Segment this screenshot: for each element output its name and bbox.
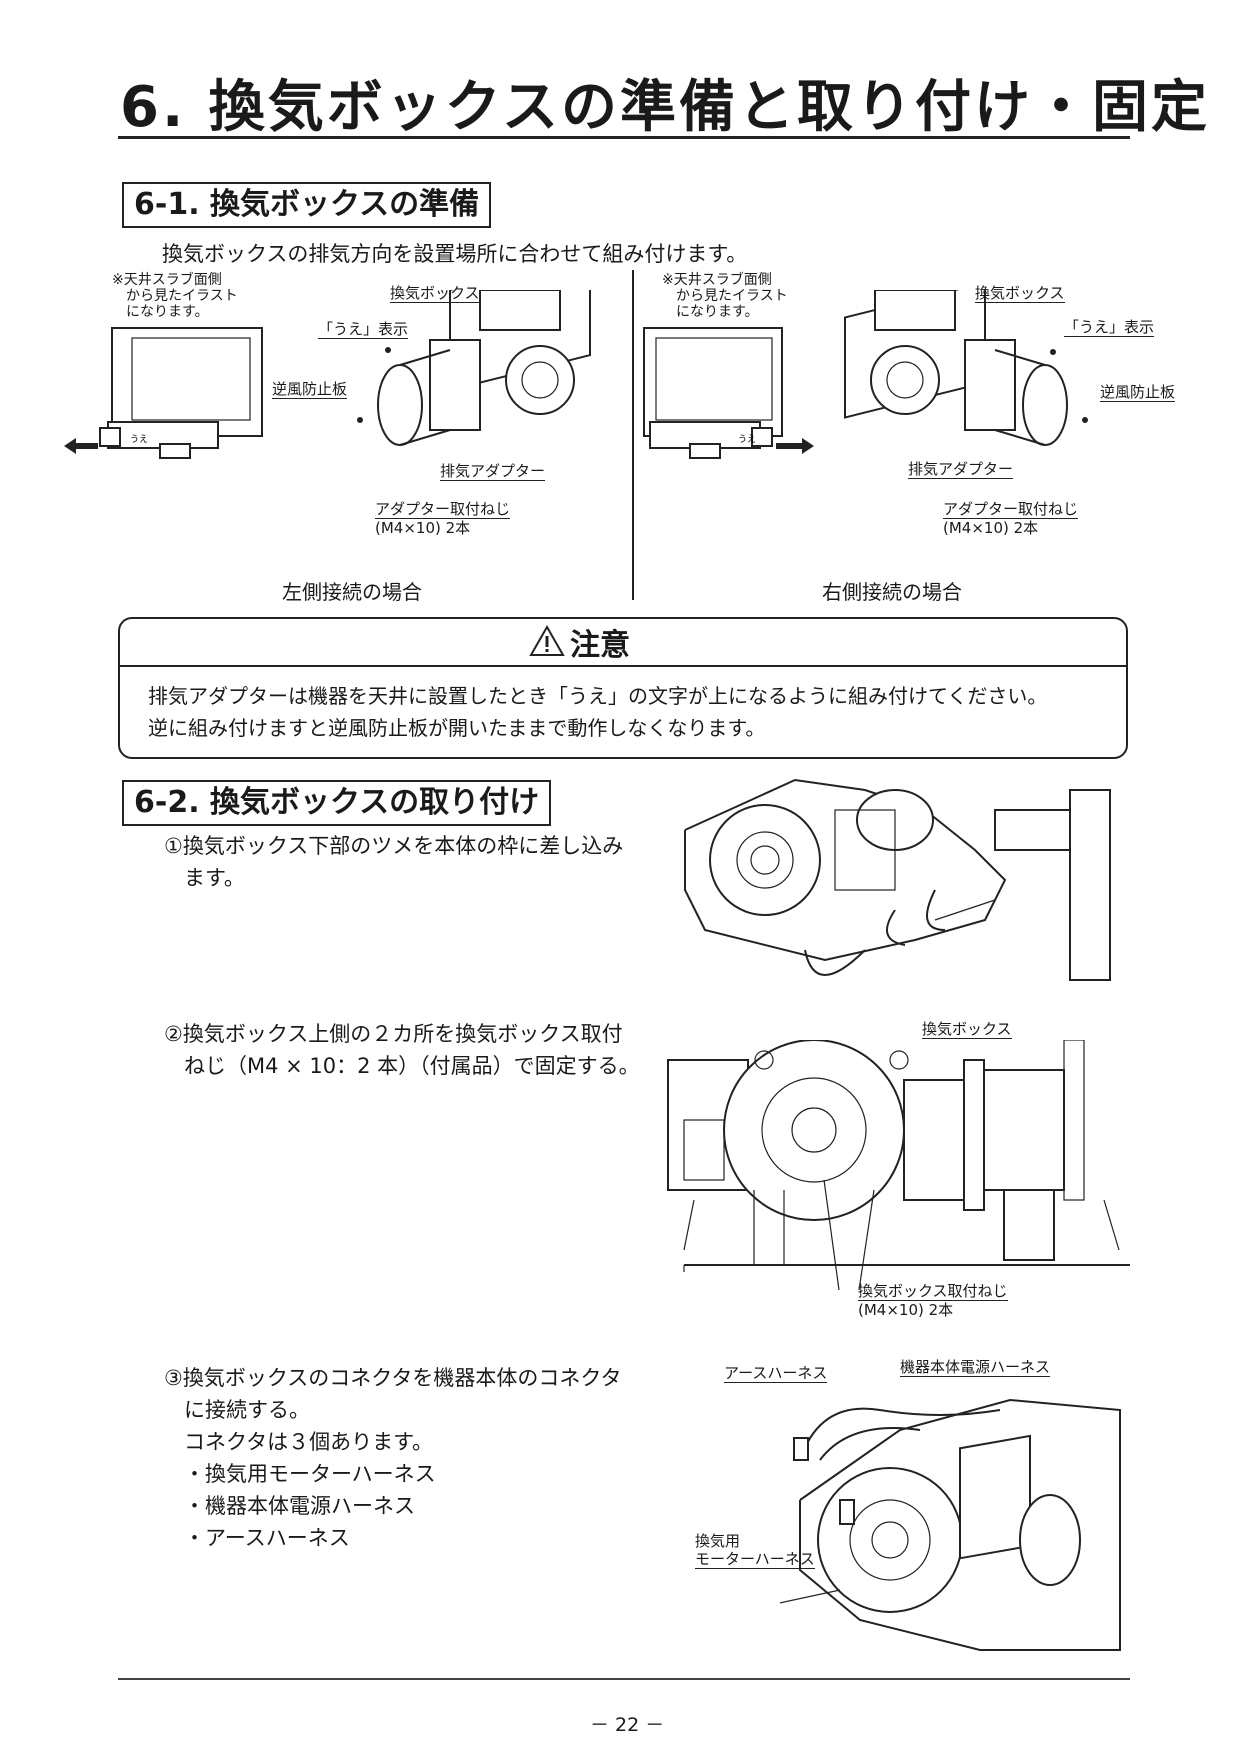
label-screw-line: (M4×10) 2本 <box>375 519 471 537</box>
label-motor-line: モーターハーネス <box>695 1550 815 1569</box>
arrow-left-icon <box>64 438 98 454</box>
step3-text: ③換気ボックスのコネクタを機器本体のコネクタ に接続する。 コネクタは３個ありま… <box>164 1362 622 1554</box>
right-box-illustration <box>844 290 1088 446</box>
label-backflow-left: 逆風防止板 <box>272 380 348 399</box>
section-6-2-heading: 6-2. 換気ボックスの取り付け <box>122 780 552 826</box>
note-line: から見たイラスト <box>676 288 788 304</box>
label-step2-box: 換気ボックス <box>922 1020 1012 1039</box>
left-note: ※天井スラブ面側 から見たイラスト になります。 <box>112 272 238 320</box>
caution-line: 逆に組み付けますと逆風防止板が開いたままで動作しなくなります。 <box>148 716 766 740</box>
svg-text:うえ: うえ <box>130 434 148 445</box>
label-step2-screw: 換気ボックス取付ねじ (M4×10) 2本 <box>858 1282 1008 1319</box>
label-earth-harness: アースハーネス <box>724 1364 828 1383</box>
left-box-illustration <box>357 290 591 446</box>
footer-rule <box>118 1678 1130 1680</box>
left-unit-illustration: うえ <box>64 327 263 459</box>
label-screw-line: 換気ボックス取付ねじ <box>858 1282 1008 1301</box>
section-6-1-intro: 換気ボックスの排気方向を設置場所に合わせて組み付けます。 <box>162 242 748 266</box>
step-line: ・機器本体電源ハーネス <box>184 1494 415 1518</box>
page-title: 6. 換気ボックスの準備と取り付け・固定 <box>120 75 1211 140</box>
warning-triangle-icon <box>529 624 565 656</box>
right-note: ※天井スラブ面側 から見たイラスト になります。 <box>662 272 788 320</box>
note-line: になります。 <box>676 304 759 320</box>
svg-text:うえ: うえ <box>738 434 756 445</box>
step2-text: ②換気ボックス上側の２カ所を換気ボックス取付 ねじ（M4 × 10：2 本）（付… <box>164 1018 640 1082</box>
note-line: ※天井スラブ面側 <box>662 272 772 288</box>
caution-divider <box>118 665 1128 667</box>
label-power-harness: 機器本体電源ハーネス <box>900 1358 1051 1377</box>
step2-illustration <box>667 1040 1130 1290</box>
step-line: ③換気ボックスのコネクタを機器本体のコネクタ <box>164 1366 622 1390</box>
step-line: コネクタは３個あります。 <box>184 1430 434 1454</box>
arrow-right-icon <box>776 438 814 454</box>
label-screw-line: (M4×10) 2本 <box>858 1301 954 1319</box>
label-screw-line: (M4×10) 2本 <box>943 519 1039 537</box>
label-adapter-left: 排気アダプター <box>440 462 546 481</box>
label-ue-left: 「うえ」表示 <box>318 320 409 339</box>
step1-text: ①換気ボックス下部のツメを本体の枠に差し込み ます。 <box>164 830 623 894</box>
step-line: ます。 <box>184 866 245 890</box>
label-box-left: 換気ボックス <box>390 284 480 303</box>
left-caption: 左側接続の場合 <box>282 580 422 604</box>
step-line: ・アースハーネス <box>184 1526 350 1550</box>
label-ue-right: 「うえ」表示 <box>1064 318 1155 337</box>
step1-illustration <box>684 778 1111 981</box>
caution-title: 注意 <box>570 628 630 663</box>
step3-illustration <box>780 1398 1121 1651</box>
note-line: になります。 <box>126 304 209 320</box>
step-line: に接続する。 <box>184 1398 310 1422</box>
label-adapter-right: 排気アダプター <box>908 460 1014 479</box>
step-line: ねじ（M4 × 10：2 本）（付属品）で固定する。 <box>184 1054 640 1078</box>
caution-box <box>118 617 1128 759</box>
right-unit-illustration: うえ <box>643 327 814 459</box>
label-screw-line: アダプター取付ねじ <box>943 500 1079 519</box>
title-rule <box>118 136 1130 139</box>
section-6-1-heading: 6-1. 換気ボックスの準備 <box>122 182 492 228</box>
step-line: ①換気ボックス下部のツメを本体の枠に差し込み <box>164 834 624 858</box>
label-screw-right: アダプター取付ねじ (M4×10) 2本 <box>943 500 1079 537</box>
page-number: － 22 － <box>590 1714 665 1736</box>
label-screw-line: アダプター取付ねじ <box>375 500 511 519</box>
label-box-right: 換気ボックス <box>975 284 1065 303</box>
caution-line: 排気アダプターは機器を天井に設置したとき「うえ」の文字が上になるように組み付けて… <box>148 684 1048 708</box>
step-line: ②換気ボックス上側の２カ所を換気ボックス取付 <box>164 1022 623 1046</box>
label-backflow-right: 逆風防止板 <box>1100 383 1176 402</box>
note-line: ※天井スラブ面側 <box>112 272 222 288</box>
label-motor-harness: 換気用 モーターハーネス <box>695 1532 815 1569</box>
step-line: ・換気用モーターハーネス <box>184 1462 436 1486</box>
label-screw-left: アダプター取付ねじ (M4×10) 2本 <box>375 500 511 537</box>
right-caption: 右側接続の場合 <box>822 580 962 604</box>
section-divider <box>632 270 634 600</box>
label-motor-line: 換気用 <box>695 1532 741 1550</box>
note-line: から見たイラスト <box>126 288 238 304</box>
